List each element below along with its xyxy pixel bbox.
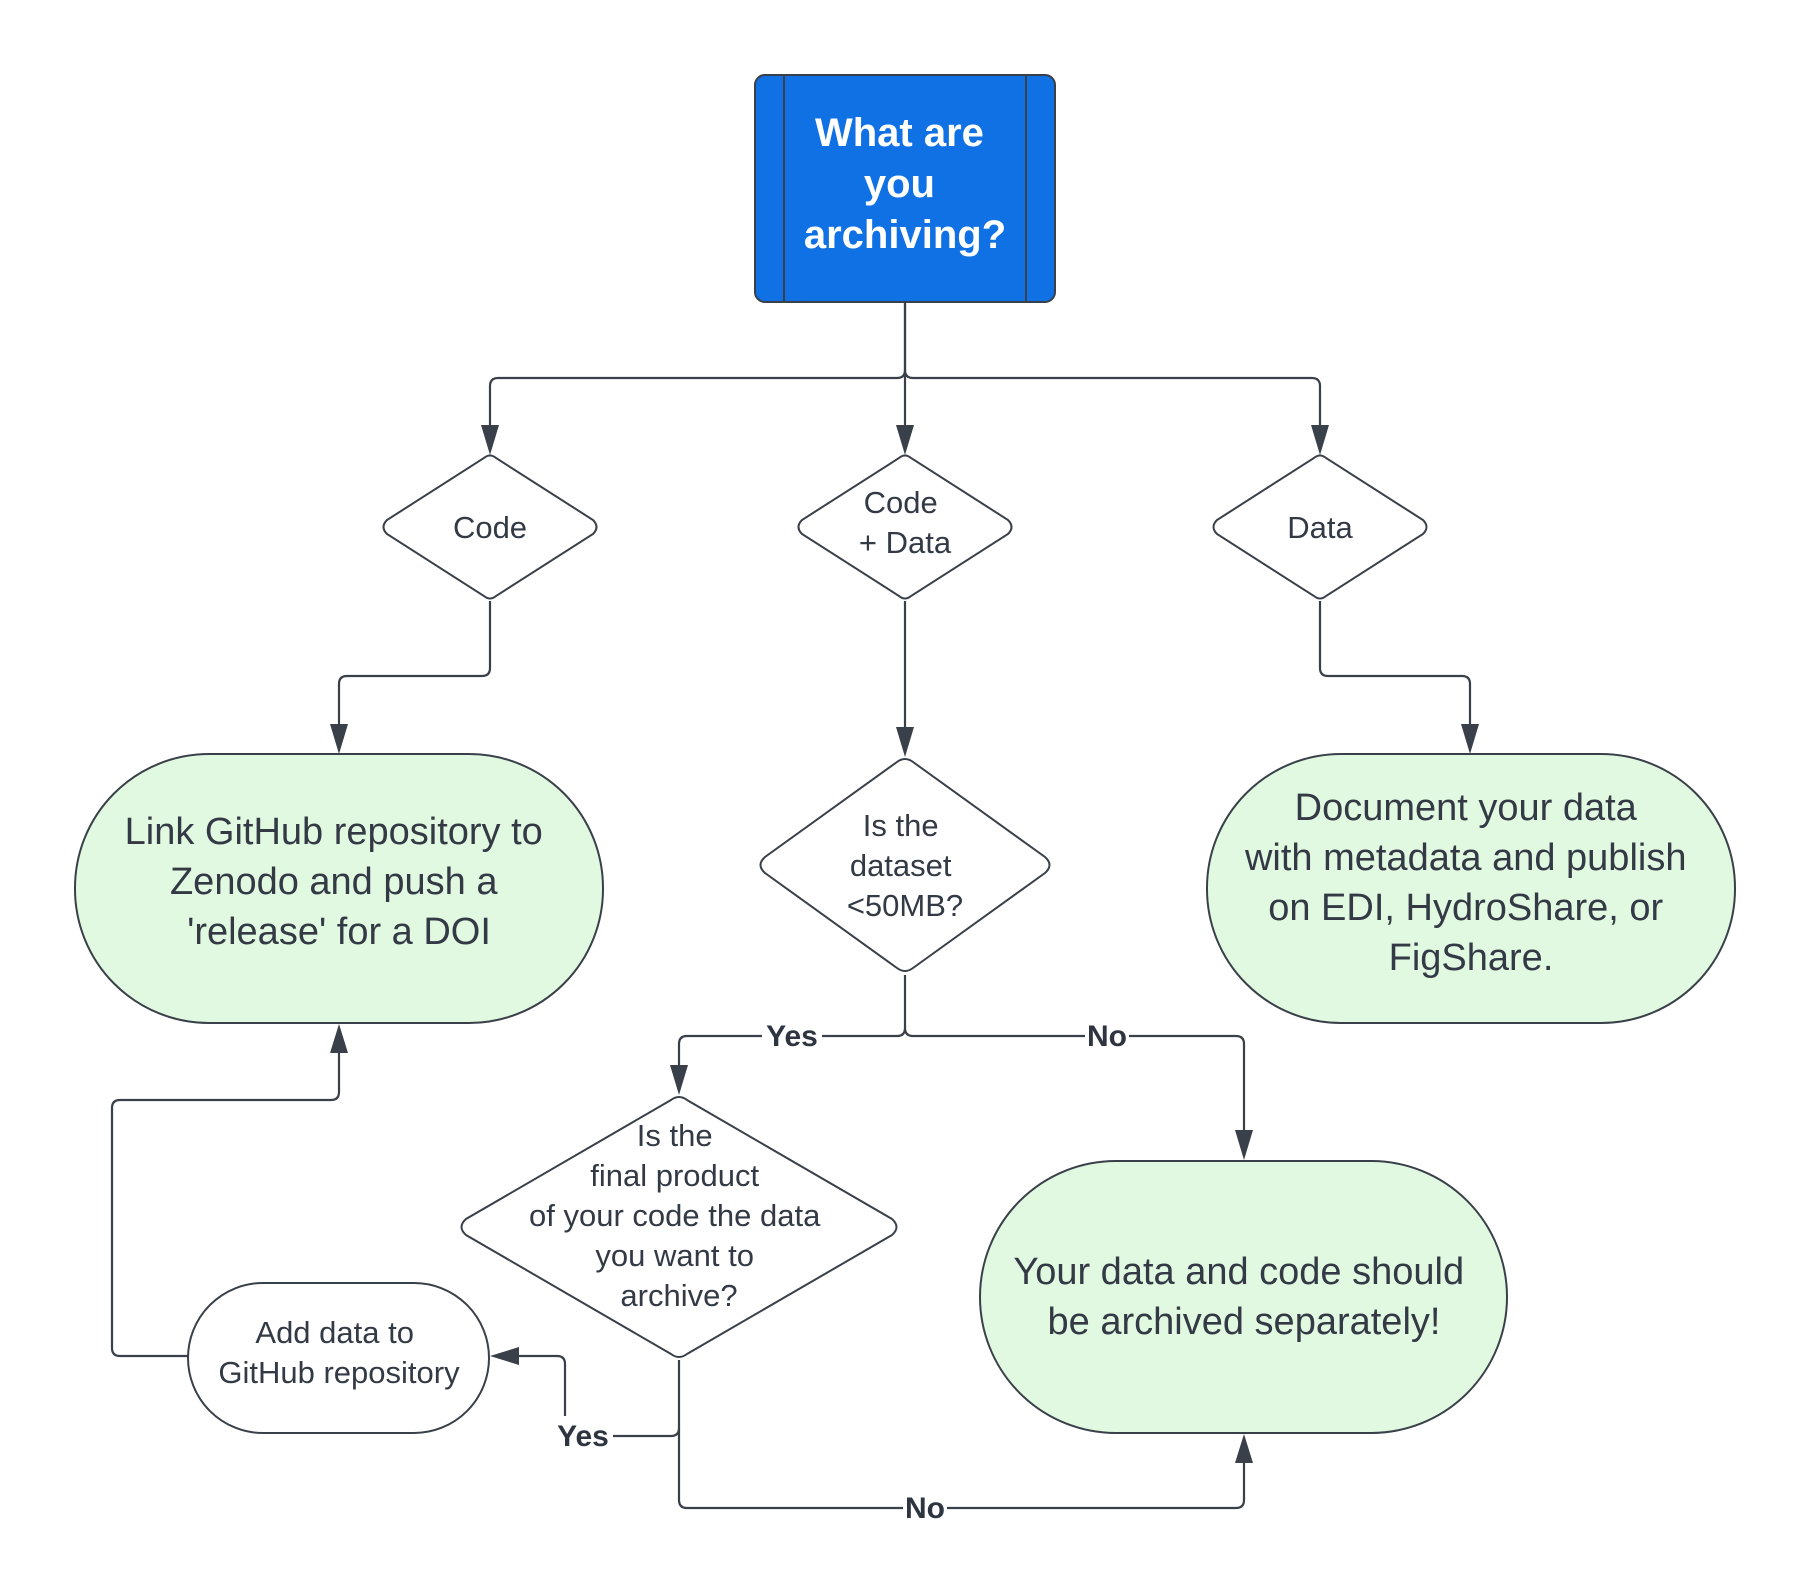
link-github-label: Link GitHub repository to Zenodo and pus…: [125, 811, 554, 953]
final-product-label-line: you want to: [595, 1238, 754, 1273]
start-label-line: you: [864, 162, 935, 206]
arrowheads: [330, 425, 1479, 1463]
add-data-label-line: Add data to: [255, 1315, 414, 1350]
code-label-line: Code: [453, 510, 527, 545]
arrow-down-icon: [670, 1065, 688, 1095]
node-link-github[interactable]: Link GitHub repository to Zenodo and pus…: [74, 753, 604, 1024]
final-product-label: Is the final product of your code the da…: [529, 1118, 829, 1313]
edge-start-to-data: [903, 369, 1322, 425]
final-product-label-line: Is the: [637, 1118, 713, 1153]
arrow-left-icon: [490, 1347, 519, 1365]
connectors: [110, 302, 1472, 1510]
dataset-size-label-line: <50MB?: [847, 888, 963, 923]
start-label-line: archiving?: [804, 213, 1006, 257]
node-add-data[interactable]: Add data to GitHub repository: [187, 1282, 490, 1434]
code-label: Code: [453, 510, 527, 545]
edge-label-final-yes: Yes: [557, 1420, 609, 1453]
arrow-down-icon: [330, 724, 348, 754]
document-data-label-line: FigShare.: [1389, 937, 1554, 979]
edge-label-dataset-no: No: [1087, 1020, 1127, 1053]
data-label: Data: [1287, 510, 1353, 545]
node-final-product[interactable]: Is the final product of your code the da…: [460, 1096, 898, 1358]
edge-label-dataset-yes: Yes: [766, 1020, 818, 1053]
dataset-size-label: Is the dataset <50MB?: [847, 808, 963, 923]
edge-label-final-no: No: [905, 1492, 945, 1525]
edge-data-to-document: [1318, 601, 1472, 726]
edge-add-data-to-link: [110, 1051, 341, 1358]
node-data[interactable]: Data: [1212, 454, 1428, 600]
node-code[interactable]: Code: [382, 454, 598, 600]
code-data-label-line: + Data: [859, 525, 952, 560]
dataset-size-label-line: Is the: [863, 808, 939, 843]
final-product-label-line: final product: [590, 1158, 759, 1193]
node-dataset-size[interactable]: Is the dataset <50MB?: [759, 758, 1051, 972]
link-github-label-line: Zenodo and push a: [170, 861, 498, 903]
document-data-label-line: on EDI, HydroShare, or: [1268, 887, 1663, 929]
start-label-line: What are: [815, 111, 984, 155]
final-product-label-line: of your code the data: [529, 1198, 821, 1233]
archive-separately-label: Your data and code should be archived se…: [1013, 1251, 1474, 1343]
edge-final-no: [677, 1428, 1246, 1510]
node-start[interactable]: What are you archiving?: [754, 74, 1056, 303]
edge-start-to-code: [488, 302, 907, 425]
document-data-label-line: with metadata and publish: [1244, 837, 1687, 879]
node-document-data[interactable]: Document your data with metadata and pub…: [1206, 753, 1736, 1024]
arrow-down-icon: [896, 425, 914, 455]
node-archive-separately[interactable]: Your data and code should be archived se…: [979, 1160, 1508, 1434]
document-data-label: Document your data with metadata and pub…: [1244, 787, 1697, 979]
code-data-label: Code + Data: [859, 485, 952, 560]
data-label-line: Data: [1287, 510, 1353, 545]
final-product-label-line: archive?: [620, 1278, 737, 1313]
edge-labels: Yes No Yes No: [553, 1018, 1129, 1525]
arrow-down-icon: [1235, 1130, 1253, 1160]
link-github-label-line: 'release' for a DOI: [187, 911, 491, 953]
arrow-down-icon: [1461, 724, 1479, 754]
document-data-label-line: Document your data: [1295, 787, 1638, 829]
edge-code-to-link: [337, 601, 492, 726]
arrow-down-icon: [481, 425, 499, 455]
add-data-label-line: GitHub repository: [218, 1355, 460, 1390]
arrow-up-icon: [330, 1024, 348, 1053]
add-data-label: Add data to GitHub repository: [218, 1315, 460, 1390]
code-data-label-line: Code: [864, 485, 938, 520]
arrow-down-icon: [1311, 425, 1329, 455]
archive-separately-label-line: Your data and code should: [1013, 1251, 1464, 1293]
node-code-data[interactable]: Code + Data: [797, 454, 1013, 600]
start-label: What are you archiving?: [804, 111, 1006, 257]
arrow-down-icon: [896, 727, 914, 757]
edge-dataset-no: [903, 1027, 1246, 1132]
arrow-up-icon: [1235, 1434, 1253, 1463]
archive-separately-label-line: be archived separately!: [1048, 1301, 1441, 1343]
dataset-size-label-line: dataset: [850, 848, 952, 883]
link-github-label-line: Link GitHub repository to: [125, 811, 543, 853]
